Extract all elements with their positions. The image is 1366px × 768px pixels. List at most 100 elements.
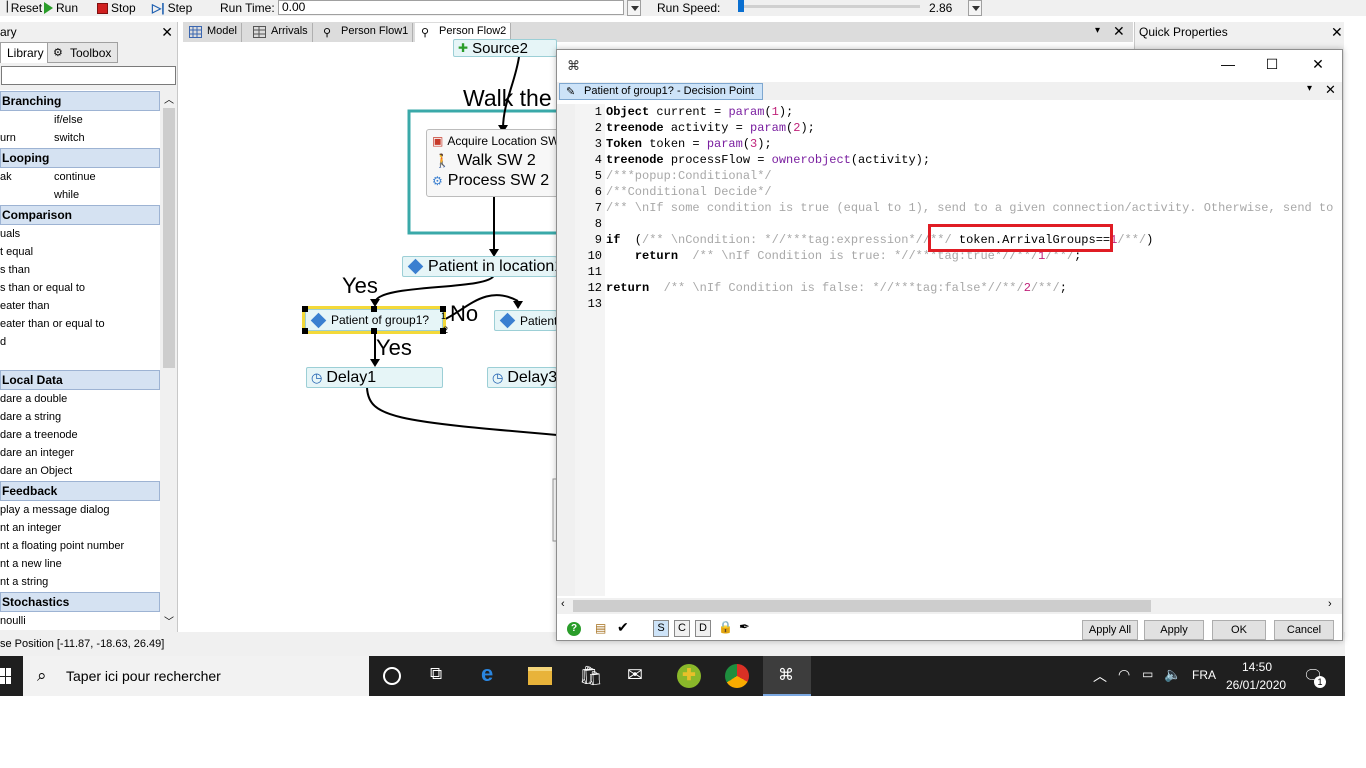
maximize-icon[interactable]: ☐ bbox=[1265, 56, 1279, 72]
delay1-block[interactable]: ◷ Delay1 bbox=[306, 367, 443, 388]
library-item[interactable]: nt a new line bbox=[0, 555, 160, 573]
resize-handle[interactable] bbox=[371, 328, 377, 334]
volume-icon[interactable]: 🔈 bbox=[1164, 666, 1182, 682]
windows-start-icon[interactable] bbox=[0, 668, 12, 684]
stop-button[interactable]: Stop bbox=[97, 0, 136, 16]
reset-button[interactable]: ▕ Reset bbox=[0, 0, 42, 16]
eyedropper-icon[interactable]: ✒ bbox=[739, 619, 750, 634]
code-line[interactable]: 8 bbox=[575, 216, 602, 232]
tabs-close-icon[interactable]: ✕ bbox=[1113, 23, 1125, 39]
runtime-dropdown-button[interactable] bbox=[627, 0, 641, 16]
quick-properties-close-icon[interactable]: ✕ bbox=[1331, 24, 1343, 40]
cancel-button[interactable]: Cancel bbox=[1274, 620, 1334, 640]
s-toggle-button[interactable]: S bbox=[653, 620, 669, 637]
tab-library[interactable]: Library bbox=[0, 42, 51, 63]
library-item[interactable]: s than bbox=[0, 261, 160, 279]
chrome-icon[interactable] bbox=[725, 664, 749, 688]
tab-model[interactable]: Model bbox=[183, 23, 242, 42]
library-section-header[interactable]: Comparison bbox=[0, 205, 160, 225]
library-item[interactable]: dare a string bbox=[0, 408, 160, 426]
library-item[interactable]: if/else bbox=[0, 111, 160, 129]
resize-handle[interactable] bbox=[302, 306, 308, 312]
c-toggle-button[interactable]: C bbox=[674, 620, 690, 637]
dialog-dropdown-icon[interactable]: ▾ bbox=[1307, 83, 1313, 94]
minimize-icon[interactable]: — bbox=[1221, 56, 1235, 72]
library-scroll-thumb[interactable] bbox=[163, 108, 175, 368]
runspeed-slider-track[interactable] bbox=[738, 5, 920, 8]
help-icon[interactable]: ? bbox=[567, 622, 581, 636]
process-sw2-item[interactable]: ⚙ Process SW 2 bbox=[432, 172, 549, 190]
code-tools-icon[interactable]: ▤ bbox=[595, 621, 607, 635]
tray-chevron-icon[interactable]: ︿ bbox=[1093, 668, 1107, 684]
runtime-field[interactable]: 0.00 bbox=[278, 0, 624, 15]
walk-sw2-item[interactable]: 🚶 Walk SW 2 bbox=[434, 152, 536, 170]
task-view-icon[interactable]: ⧉ bbox=[430, 664, 443, 683]
taskbar-search-input[interactable]: ⌕ Taper ici pour rechercher bbox=[23, 656, 369, 696]
library-section-header[interactable]: Stochastics bbox=[0, 592, 160, 612]
ok-button[interactable]: OK bbox=[1212, 620, 1266, 640]
scroll-up-icon[interactable]: ︿ bbox=[164, 95, 174, 106]
horizontal-scrollbar[interactable]: ‹ › bbox=[557, 598, 1342, 614]
app-plus-icon[interactable]: ✚ bbox=[677, 664, 701, 688]
code-line[interactable]: 13 bbox=[575, 296, 602, 312]
resize-handle[interactable] bbox=[440, 328, 446, 334]
resize-handle[interactable] bbox=[302, 328, 308, 334]
d-toggle-button[interactable]: D bbox=[695, 620, 711, 637]
wifi-icon[interactable]: ◠ bbox=[1118, 666, 1131, 682]
library-item[interactable]: play a message dialog bbox=[0, 501, 160, 519]
code-line[interactable]: 7/** \nIf some condition is true (equal … bbox=[575, 200, 1341, 216]
code-line[interactable]: 5/***popup:Conditional*/ bbox=[575, 168, 772, 184]
language-indicator[interactable]: FRA bbox=[1192, 668, 1216, 682]
library-item[interactable]: noulli bbox=[0, 612, 160, 630]
code-line[interactable]: 10 return /** \nIf Condition is true: */… bbox=[575, 248, 1082, 264]
library-item[interactable]: uals bbox=[0, 225, 160, 243]
dialog-tab-close-icon[interactable]: ✕ bbox=[1325, 82, 1336, 97]
library-search-input[interactable] bbox=[1, 66, 176, 85]
code-line[interactable]: 6/**Conditional Decide*/ bbox=[575, 184, 772, 200]
resize-handle[interactable] bbox=[371, 306, 377, 312]
process-flow-canvas[interactable]: ✚ Source2 Walk the ▣ Acquire Location SW… bbox=[185, 39, 561, 631]
flexsim-taskbar-button[interactable]: ⌘ bbox=[763, 656, 811, 696]
lock-icon[interactable]: 🔒 bbox=[718, 620, 733, 634]
code-line[interactable]: 11 bbox=[575, 264, 602, 280]
runspeed-slider-thumb[interactable] bbox=[738, 0, 744, 12]
library-item[interactable]: while bbox=[0, 186, 160, 204]
apply-all-button[interactable]: Apply All bbox=[1082, 620, 1138, 640]
patient2-block[interactable]: Patient bbox=[494, 310, 557, 331]
edge-icon[interactable]: e bbox=[481, 661, 494, 686]
library-item[interactable]: dare a double bbox=[0, 390, 160, 408]
close-icon[interactable]: ✕ bbox=[1312, 56, 1324, 72]
source-block[interactable]: ✚ Source2 bbox=[453, 39, 557, 57]
library-item[interactable]: s than or equal to bbox=[0, 279, 160, 297]
delay3-block[interactable]: ◷ Delay3 bbox=[487, 367, 557, 388]
file-explorer-icon[interactable] bbox=[528, 667, 552, 685]
tab-person-flow2[interactable]: ⚲ Person Flow2 bbox=[415, 23, 512, 42]
library-item[interactable]: dare an Object bbox=[0, 462, 160, 480]
mail-icon[interactable]: ✉ bbox=[627, 665, 643, 686]
activity-group[interactable]: ▣ Acquire Location SW 🚶 Walk SW 2 ⚙ Proc… bbox=[426, 129, 561, 197]
acquire-location-item[interactable]: ▣ Acquire Location SW bbox=[432, 134, 559, 148]
patient-in-location-block[interactable]: Patient in location1 bbox=[402, 256, 557, 277]
library-section-header[interactable]: Local Data bbox=[0, 370, 160, 390]
library-item[interactable]: t equal bbox=[0, 243, 160, 261]
library-section-header[interactable]: Branching bbox=[0, 91, 160, 111]
resize-handle[interactable] bbox=[440, 306, 446, 312]
battery-icon[interactable]: ▭ bbox=[1142, 667, 1154, 681]
store-icon[interactable]: 🛍 bbox=[579, 666, 604, 687]
library-item[interactable]: eater than bbox=[0, 297, 160, 315]
horizontal-scroll-thumb[interactable] bbox=[573, 600, 1151, 612]
library-close-icon[interactable]: ✕ bbox=[161, 24, 173, 40]
library-item[interactable]: dare a treenode bbox=[0, 426, 160, 444]
clock-time[interactable]: 14:50 bbox=[1242, 660, 1273, 674]
library-section-header[interactable]: Looping bbox=[0, 148, 160, 168]
scroll-right-icon[interactable]: › bbox=[1328, 598, 1332, 610]
library-item[interactable]: nt an integer bbox=[0, 519, 160, 537]
tab-decision-point[interactable]: ✎ Patient of group1? - Decision Point bbox=[559, 83, 763, 100]
